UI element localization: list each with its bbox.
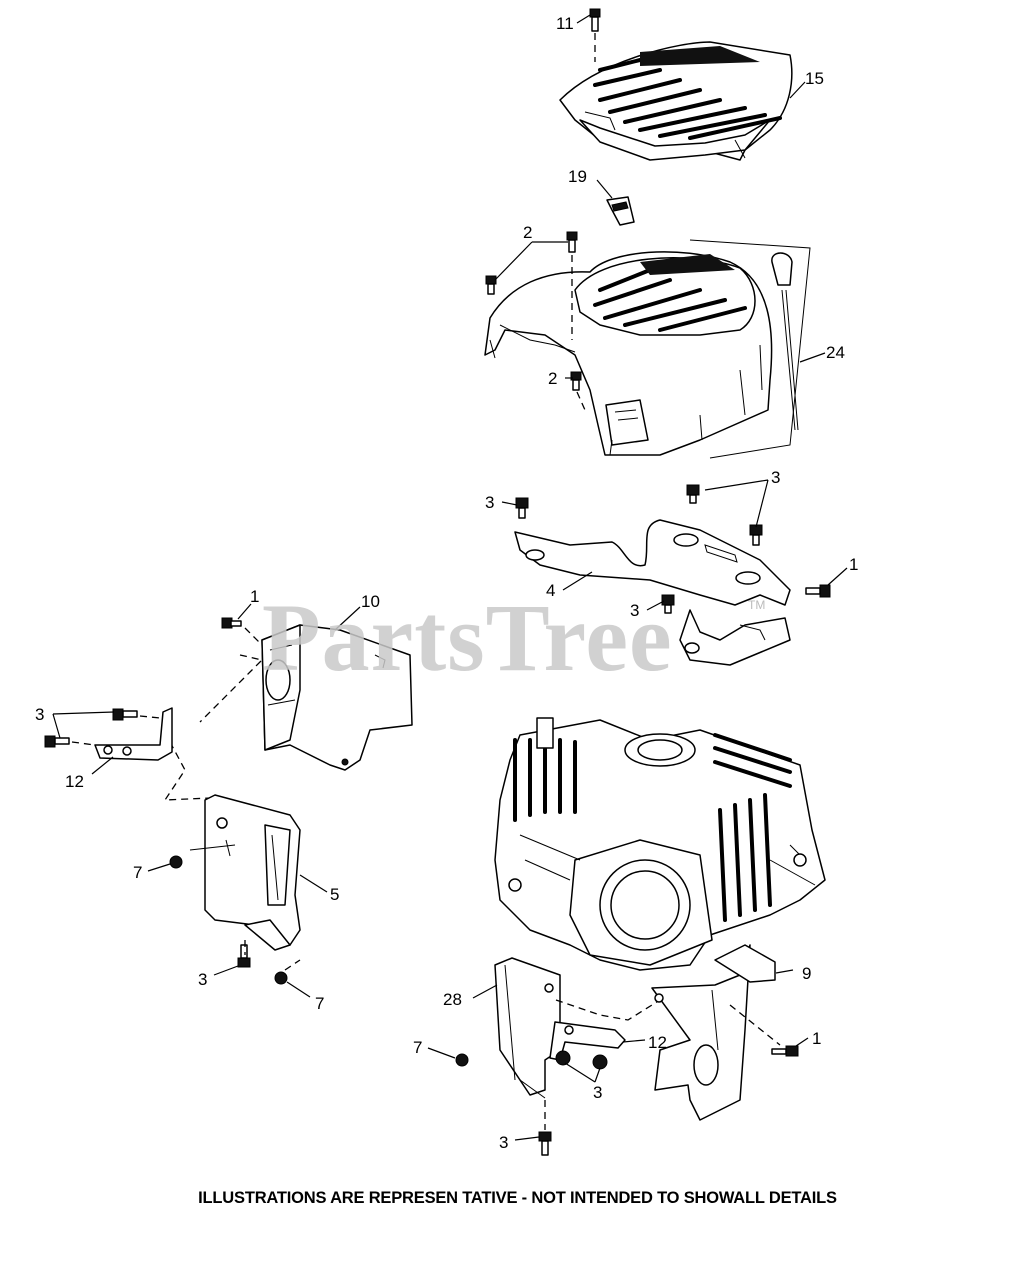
right-shroud-part-9[interactable] — [651, 944, 776, 1121]
bolt-part-3-plate-left[interactable] — [515, 497, 529, 519]
bolt-part-2-lower[interactable] — [570, 371, 582, 391]
callout-3-plate-left: 3 — [485, 493, 494, 512]
nut-part-7-right[interactable] — [455, 1053, 469, 1067]
callout-3-bracket: 3 — [593, 1083, 602, 1102]
engine-block[interactable] — [494, 717, 826, 971]
bracket-part-28[interactable] — [494, 957, 561, 1099]
bolt-part-1-right[interactable] — [771, 1045, 799, 1057]
bolt-part-11[interactable] — [589, 8, 601, 32]
callout-3-plate-low: 3 — [630, 601, 639, 620]
callout-1-right: 1 — [812, 1029, 821, 1048]
bolt-part-3-left-lower[interactable] — [44, 735, 70, 748]
callout-3-plate-right: 3 — [771, 468, 780, 487]
nut-part-7-left[interactable] — [169, 855, 183, 869]
callout-7-right: 7 — [413, 1038, 422, 1057]
callout-1-shroud: 1 — [250, 587, 259, 606]
watermark-trademark: TM — [748, 598, 766, 612]
callout-2-lower: 2 — [548, 369, 557, 388]
callout-5: 5 — [330, 885, 339, 904]
bolt-part-3-left-upper[interactable] — [112, 708, 138, 721]
nut-part-3-bracket-b[interactable] — [592, 1054, 608, 1070]
grille-cover-part-15[interactable] — [559, 41, 793, 161]
callout-11: 11 — [556, 14, 574, 33]
lower-shroud-part-5[interactable] — [189, 794, 301, 951]
dipstick-part-24[interactable] — [689, 239, 811, 459]
callout-7-bottom: 7 — [315, 994, 324, 1013]
baffle-plate-part-4[interactable] — [514, 519, 791, 666]
bolt-part-2-left[interactable] — [485, 275, 497, 295]
bolt-part-1-plate[interactable] — [805, 584, 831, 598]
bolt-part-3-plate-right[interactable] — [749, 524, 763, 546]
cylinder-shroud-part-10[interactable] — [261, 624, 413, 771]
callout-1-plate: 1 — [849, 555, 858, 574]
nut-part-3-bracket-a[interactable] — [555, 1050, 571, 1066]
bolt-part-2-top[interactable] — [566, 231, 578, 253]
callout-12-right: 12 — [648, 1033, 667, 1052]
callout-3-left: 3 — [35, 705, 44, 724]
callout-4: 4 — [546, 581, 555, 600]
callout-19: 19 — [568, 167, 587, 186]
callout-28: 28 — [443, 990, 462, 1009]
callout-15: 15 — [805, 69, 824, 88]
callout-7-left: 7 — [133, 863, 142, 882]
callout-10: 10 — [361, 592, 380, 611]
callout-12-left: 12 — [65, 772, 84, 791]
nut-part-7-bottom[interactable] — [274, 971, 288, 985]
callout-labels: 11 15 19 2 24 2 3 3 1 4 3 1 10 3 12 7 5 … — [35, 14, 858, 1152]
bolt-part-3-shroud5[interactable] — [237, 944, 251, 968]
callout-24: 24 — [826, 343, 845, 362]
disclaimer-footer: ILLUSTRATIONS ARE REPRESEN TATIVE - NOT … — [198, 1189, 837, 1207]
bolt-part-1-shroud[interactable] — [221, 617, 242, 629]
bolt-part-3-plate-low[interactable] — [661, 594, 675, 614]
bracket-part-12-left[interactable] — [94, 707, 173, 761]
callout-2-top: 2 — [523, 223, 532, 242]
callout-9: 9 — [802, 964, 811, 983]
clip-part-19[interactable] — [606, 196, 635, 226]
bolt-part-3-bottom[interactable] — [538, 1131, 552, 1156]
callout-3-bottom: 3 — [499, 1133, 508, 1152]
bracket-part-12-right[interactable] — [549, 1021, 626, 1061]
bolt-part-3-plate-mid[interactable] — [686, 484, 700, 504]
leader-lines — [52, 14, 848, 1141]
callout-3-shroud5: 3 — [198, 970, 207, 989]
blower-housing[interactable] — [484, 251, 773, 456]
